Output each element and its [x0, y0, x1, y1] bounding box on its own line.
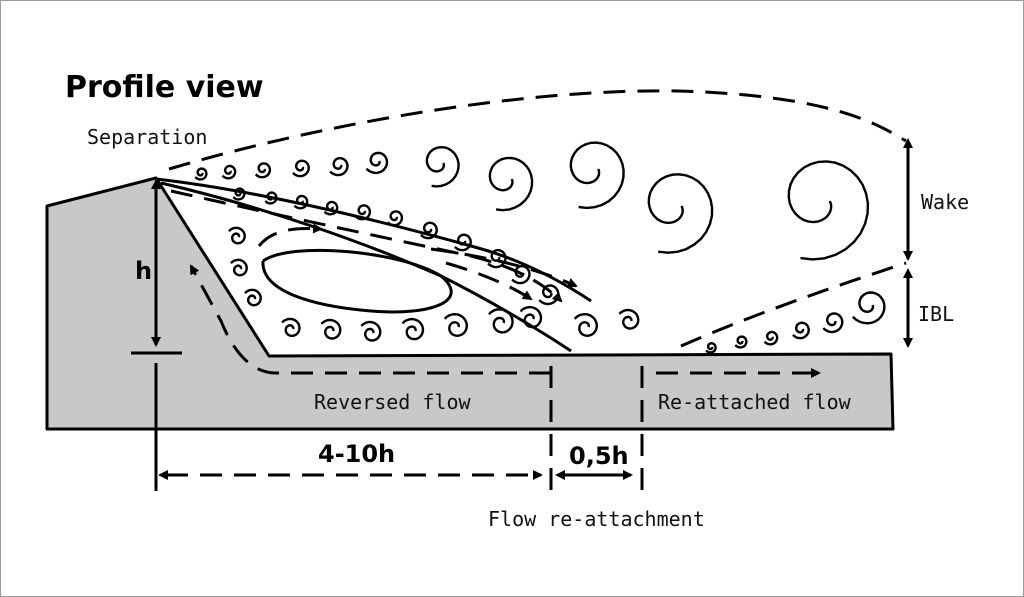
eddy-spiral — [705, 341, 717, 354]
eddy-spiral — [329, 156, 349, 177]
diagram-title: Profile view — [65, 70, 264, 105]
eddy-spiral — [443, 312, 469, 338]
height-marker — [131, 179, 182, 491]
recirculation-arrow-top — [257, 223, 323, 247]
eddy-spiral — [264, 191, 278, 205]
eddy-spiral — [221, 164, 237, 180]
eddy-spiral — [519, 305, 543, 329]
eddy-spiral — [360, 320, 382, 342]
wake-label: Wake — [921, 190, 969, 214]
eddy-spiral — [792, 321, 810, 340]
eddy-spiral — [487, 248, 507, 269]
wake-boundary — [168, 89, 907, 171]
separation-label: Separation — [87, 125, 207, 149]
eddy-spiral — [232, 187, 246, 201]
ibl-boundary — [680, 261, 907, 348]
eddy-spiral — [454, 233, 472, 252]
eddy-spiral — [851, 291, 886, 325]
ibl-label: IBL — [918, 302, 954, 326]
eddy-spiral — [323, 200, 339, 216]
eddy-spiral — [763, 330, 779, 346]
eddy-spiral — [244, 288, 262, 307]
eddy-spiral — [573, 312, 599, 338]
transition-length-label: 0,5h — [569, 442, 629, 470]
eddy-spiral — [254, 162, 272, 179]
eddy-spiral — [538, 284, 560, 306]
eddy-spiral — [420, 221, 438, 240]
eddy-spiral — [386, 210, 404, 227]
eddy-spiral — [320, 318, 342, 340]
shear-layer-streamline — [155, 177, 592, 303]
turbulent-eddies — [194, 141, 886, 354]
eddy-spiral — [488, 156, 534, 212]
eddy-spiral — [401, 317, 425, 341]
recirculation-length-label: 4-10h — [318, 440, 395, 468]
eddy-spiral — [194, 167, 208, 181]
reattached-flow-label: Re-attached flow — [658, 390, 852, 414]
eddy-spiral — [281, 317, 301, 338]
eddy-spiral — [734, 335, 748, 349]
eddy-spiral — [511, 264, 531, 285]
eddy-spiral — [425, 145, 460, 188]
eddy-spiral — [228, 226, 246, 245]
eddy-spiral — [488, 308, 514, 334]
eddy-spiral — [787, 160, 870, 261]
eddy-spiral — [365, 151, 389, 175]
hill-ground — [45, 176, 895, 431]
reversed-flow-label: Reversed flow — [314, 390, 471, 414]
eddy-spiral — [292, 159, 310, 178]
eddy-spiral — [569, 141, 625, 210]
eddy-spiral — [822, 312, 844, 334]
height-label: h — [135, 257, 152, 285]
eddy-spiral — [647, 173, 714, 254]
eddy-spiral — [293, 194, 309, 210]
eddy-spiral — [354, 204, 372, 221]
recirculation-arrow-mid — [445, 261, 533, 301]
flow-reattachment-label: Flow re-attachment — [488, 507, 705, 531]
reversed-flow-line — [189, 264, 551, 375]
eddy-spiral — [618, 308, 640, 330]
recirculation-bubble — [261, 248, 453, 314]
eddy-spiral — [230, 258, 248, 277]
